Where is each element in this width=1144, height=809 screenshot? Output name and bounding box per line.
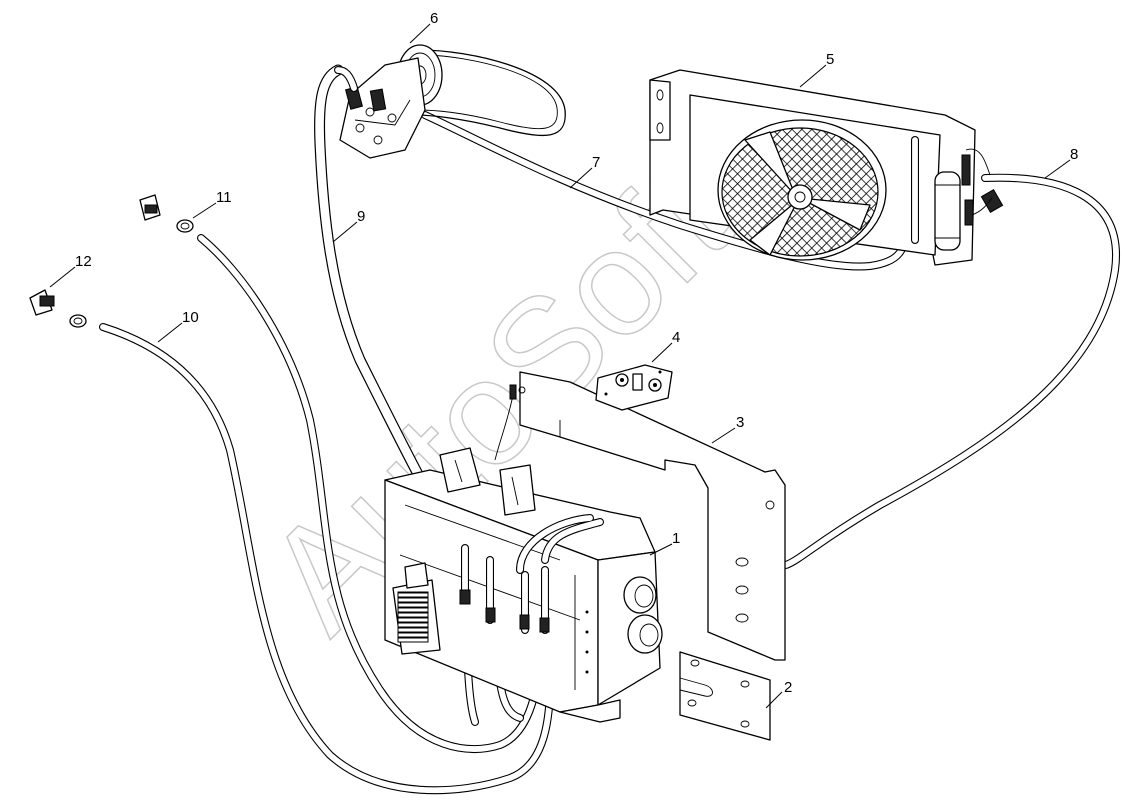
callout-7: 7 xyxy=(569,154,600,189)
callout-label-2: 2 xyxy=(784,679,792,696)
callout-1: 1 xyxy=(649,530,680,556)
callout-label-6: 6 xyxy=(430,10,438,27)
receiver-drier xyxy=(934,148,1004,251)
callout-2: 2 xyxy=(765,679,792,709)
callout-11: 11 xyxy=(192,189,232,219)
callout-3: 3 xyxy=(711,414,744,444)
hose-fittings xyxy=(459,514,604,634)
hose-7 xyxy=(421,111,912,271)
callout-6: 6 xyxy=(409,10,438,44)
callout-label-3: 3 xyxy=(736,414,744,431)
condenser-5 xyxy=(649,69,1004,266)
callout-label-12: 12 xyxy=(75,253,92,270)
callout-label-5: 5 xyxy=(826,51,834,68)
air-outlets xyxy=(623,576,663,654)
callouts: 1 2 3 4 5 6 7 8 xyxy=(49,10,1078,709)
hose-8 xyxy=(782,173,1121,569)
callout-10: 10 xyxy=(157,309,199,343)
callout-label-10: 10 xyxy=(182,309,199,326)
callout-4: 4 xyxy=(651,329,680,363)
hose-9 xyxy=(314,64,426,484)
callout-label-7: 7 xyxy=(592,154,600,171)
blower-motor xyxy=(392,562,441,655)
callout-label-8: 8 xyxy=(1070,146,1078,163)
callout-12: 12 xyxy=(49,253,92,288)
fitting-12 xyxy=(29,289,87,328)
callout-9: 9 xyxy=(332,208,365,243)
callout-label-11: 11 xyxy=(216,189,232,206)
compressor-6 xyxy=(334,44,566,159)
callout-label-1: 1 xyxy=(672,530,680,547)
mounting-plate-3 xyxy=(518,371,786,661)
evaporator-heater-1 xyxy=(384,384,663,723)
callout-5: 5 xyxy=(799,51,834,88)
bracket-2 xyxy=(679,651,771,741)
callout-label-9: 9 xyxy=(357,208,365,225)
control-panel-4 xyxy=(595,364,673,411)
callout-label-4: 4 xyxy=(672,329,680,346)
relay-block xyxy=(439,447,536,516)
fitting-11 xyxy=(139,194,194,233)
callout-8: 8 xyxy=(1044,146,1078,179)
